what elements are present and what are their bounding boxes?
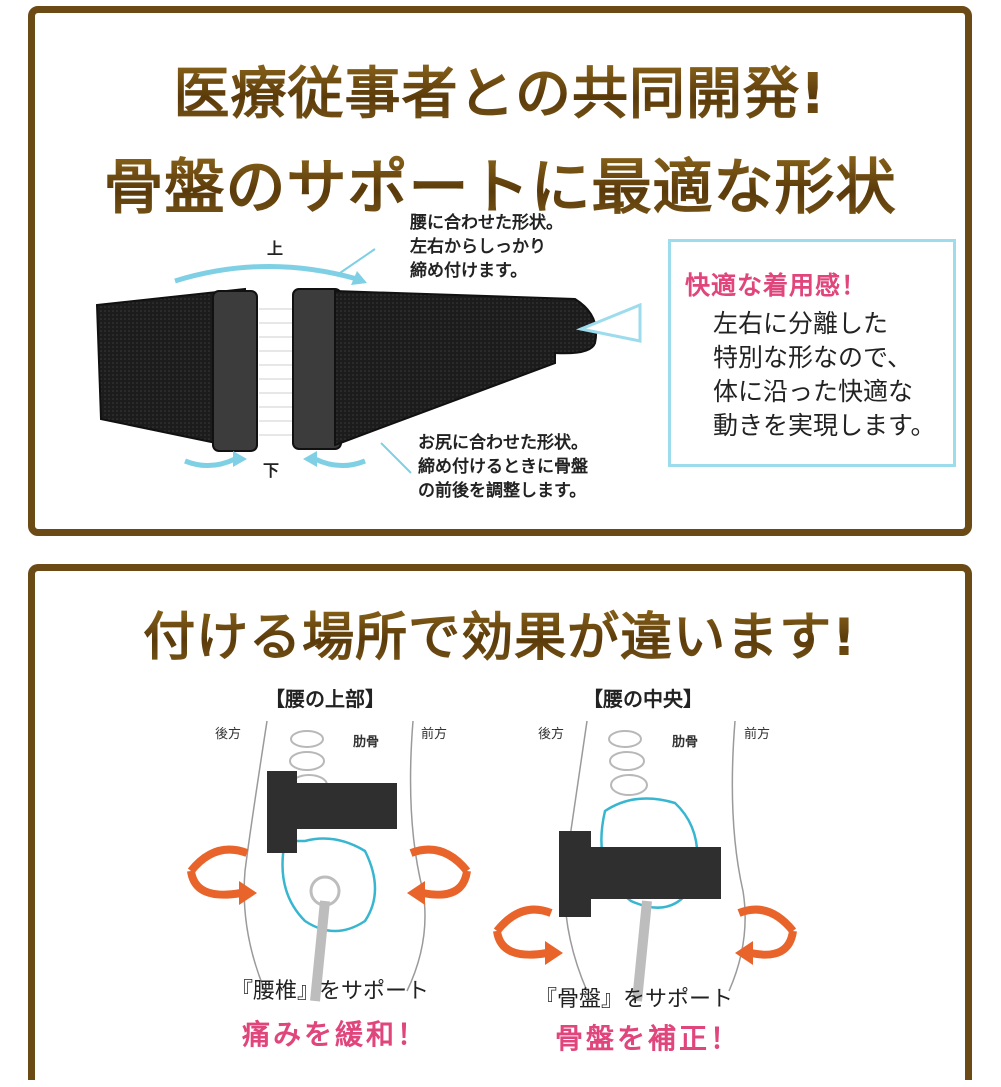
right-support-text: 『骨盤』をサポート <box>535 987 734 1012</box>
comfort-line: 体に沿った快適な <box>713 377 914 406</box>
right-arrowhead-front <box>735 941 753 965</box>
placement-illustration <box>187 720 797 1002</box>
left-body-outline-back <box>243 720 268 992</box>
right-subtitle: 【腰の中央】 <box>583 687 703 711</box>
bottom-right-arrow <box>313 456 366 468</box>
right-belt <box>559 831 721 917</box>
right-effect-text: 骨盤を補正！ <box>555 1022 742 1055</box>
left-belt <box>267 771 397 853</box>
left-arrow-front-curl <box>422 870 471 899</box>
right-arrow-front-curl <box>750 930 797 959</box>
right-arrowhead-back <box>545 941 563 965</box>
bottom-left-arrowhead <box>233 451 247 467</box>
left-label-rib: 肋骨 <box>353 735 380 750</box>
note-bottom-line: 締め付けるときに骨盤 <box>418 457 588 477</box>
headline-pelvis-shape: 骨盤のサポートに最適な形状 <box>35 139 965 226</box>
comfort-line: 動きを実現します。 <box>713 411 936 440</box>
bottom-left-arrow <box>184 456 237 468</box>
left-label-front: 前方 <box>421 727 448 742</box>
comfort-title: 快適な着用感！ <box>685 271 868 300</box>
bottom-callout-line <box>380 442 412 474</box>
right-arrow-front <box>737 905 797 934</box>
left-arrowhead-front <box>407 881 425 905</box>
left-femur-head <box>309 875 341 907</box>
comfort-line: 特別な形なので、 <box>713 343 913 372</box>
comfort-line: 左右に分離した <box>713 309 889 338</box>
left-arrowhead-back <box>239 881 257 905</box>
note-top-line: 締め付けます。 <box>410 261 528 281</box>
right-femur <box>632 900 652 1002</box>
left-pelvis <box>281 837 377 933</box>
left-arrow-back <box>187 845 249 874</box>
right-arrow-back-curl <box>493 930 548 959</box>
bottom-panel: 付ける場所で効果が違います! <box>28 564 972 1080</box>
right-label-back: 後方 <box>538 727 565 742</box>
left-arrow-front <box>409 845 471 874</box>
note-bottom: お尻に合わせた形状。 締め付けるときに骨盤 の前後を調整します。 <box>418 431 658 503</box>
top-callout-line <box>336 248 376 276</box>
top-panel: 医療従事者との共同開発! 骨盤のサポートに最適な形状 <box>28 6 972 536</box>
comfort-callout: 快適な着用感！ 左右に分離した 特別な形なので、 体に沿った快適な 動きを実現し… <box>668 239 956 467</box>
label-up: 上 <box>267 239 284 258</box>
note-top-line: 腰に合わせた形状。 <box>410 213 563 233</box>
headline-placement-effect: 付ける場所で効果が違います! <box>35 595 965 670</box>
label-down: 下 <box>263 461 280 480</box>
left-femur <box>310 900 330 1002</box>
note-top: 腰に合わせた形状。 左右からしっかり 締め付けます。 <box>410 211 640 283</box>
bottom-right-arrowhead <box>303 451 317 467</box>
right-label-front: 前方 <box>744 727 771 742</box>
right-belt-plate <box>292 288 342 450</box>
right-arrow-back <box>493 905 553 934</box>
right-label-rib: 肋骨 <box>672 735 699 750</box>
elastic-lines <box>259 308 293 436</box>
headline-collaboration: 医療従事者との共同開発! <box>35 49 965 130</box>
comfort-callout-pointer <box>575 302 642 343</box>
right-belt-half <box>334 289 597 447</box>
note-bottom-line: の前後を調整します。 <box>418 481 587 501</box>
right-spine <box>608 730 648 796</box>
left-arrow-back-curl <box>187 870 242 899</box>
note-bottom-line: お尻に合わせた形状。 <box>418 433 588 453</box>
right-body-figure <box>493 720 797 1002</box>
left-body-figure <box>187 720 471 1002</box>
top-arch-arrow <box>174 264 358 284</box>
belt-illustration <box>95 248 642 474</box>
left-subtitle: 【腰の上部】 <box>265 687 385 711</box>
left-label-back: 後方 <box>215 727 242 742</box>
note-top-line: 左右からしっかり <box>410 237 546 257</box>
left-support-text: 『腰椎』をサポート <box>231 979 430 1004</box>
left-effect-text: 痛みを緩和！ <box>242 1018 429 1051</box>
left-body-outline-front <box>406 720 426 992</box>
top-arch-arrowhead <box>351 271 367 285</box>
left-belt-plate <box>212 290 258 452</box>
